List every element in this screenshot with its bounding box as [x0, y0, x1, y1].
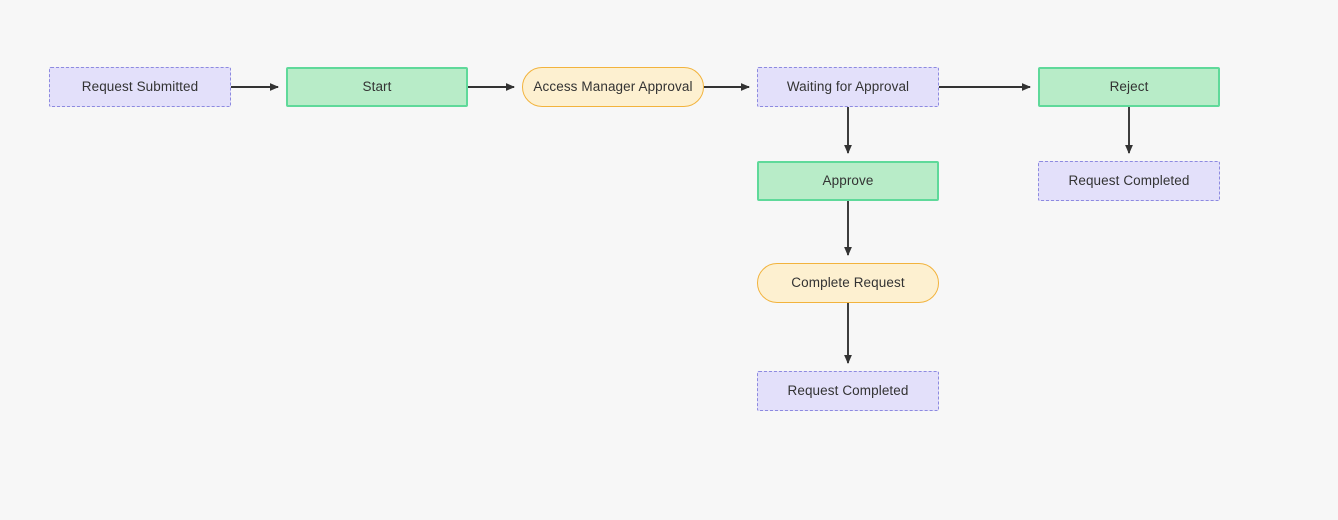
node-access-manager-approval[interactable]: Access Manager Approval — [522, 67, 704, 107]
node-request-completed-reject-branch[interactable]: Request Completed — [1038, 161, 1220, 201]
node-complete-request[interactable]: Complete Request — [757, 263, 939, 303]
node-waiting-for-approval[interactable]: Waiting for Approval — [757, 67, 939, 107]
node-approve[interactable]: Approve — [757, 161, 939, 201]
node-request-submitted[interactable]: Request Submitted — [49, 67, 231, 107]
node-reject[interactable]: Reject — [1038, 67, 1220, 107]
node-start[interactable]: Start — [286, 67, 468, 107]
node-request-completed-approve-branch[interactable]: Request Completed — [757, 371, 939, 411]
